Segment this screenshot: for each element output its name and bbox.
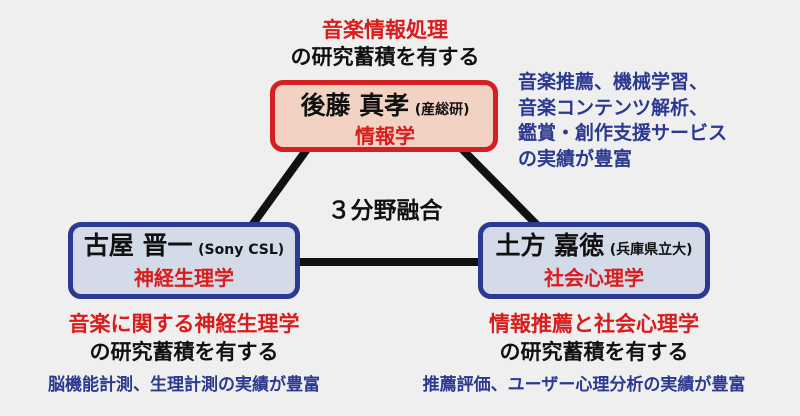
- node-goto: [270, 80, 498, 152]
- field-label: 情報学: [355, 124, 415, 148]
- center-label: ３分野融合: [327, 198, 443, 224]
- person-name: 後藤 真孝: [300, 91, 410, 120]
- achievement-line: 音楽推薦、機械学習、: [518, 71, 709, 93]
- field-label: 社会心理学: [544, 266, 644, 290]
- affiliation: (Sony CSL): [198, 242, 285, 258]
- top-achievements: 音楽推薦、機械学習、 音楽コンテンツ解析、 鑑賞・創作支援サービス の実績が豊富: [518, 70, 727, 172]
- right-achievements: 推薦評価、ユーザー心理分析の実績が豊富: [422, 375, 746, 395]
- node-hijikata: [478, 222, 710, 299]
- right-headline-2: の研究蓄積を有する: [499, 340, 689, 364]
- node-furuya: [68, 222, 300, 299]
- left-achievements: 脳機能計測、生理計測の実績が豊富: [48, 375, 320, 395]
- connector-top-left: [246, 142, 314, 231]
- top-headline: 音楽情報処理: [322, 18, 448, 42]
- achievement-line: 音楽コンテンツ解析、: [518, 96, 709, 119]
- left-headline-2: の研究蓄積を有する: [89, 340, 279, 364]
- field-label: 神経生理学: [134, 266, 234, 290]
- node-goto-title: 後藤 真孝 (産総研): [300, 93, 469, 118]
- connector-top-right: [455, 142, 543, 231]
- left-headline: 音楽に関する神経生理学: [68, 312, 300, 336]
- person-name: 土方 嘉徳: [495, 231, 605, 260]
- top-headline-2: の研究蓄積を有する: [290, 45, 480, 69]
- achievement-line: の実績が豊富: [518, 147, 633, 170]
- affiliation: (兵庫県立大): [609, 242, 693, 258]
- node-furuya-title: 古屋 晋一 (Sony CSL): [84, 233, 284, 258]
- achievement-line: 鑑賞・創作支援サービス: [518, 122, 728, 144]
- node-hijikata-title: 土方 嘉徳 (兵庫県立大): [495, 233, 692, 258]
- person-name: 古屋 晋一: [83, 231, 193, 260]
- right-headline: 情報推薦と社会心理学: [489, 312, 699, 336]
- affiliation: (産総研): [414, 102, 470, 118]
